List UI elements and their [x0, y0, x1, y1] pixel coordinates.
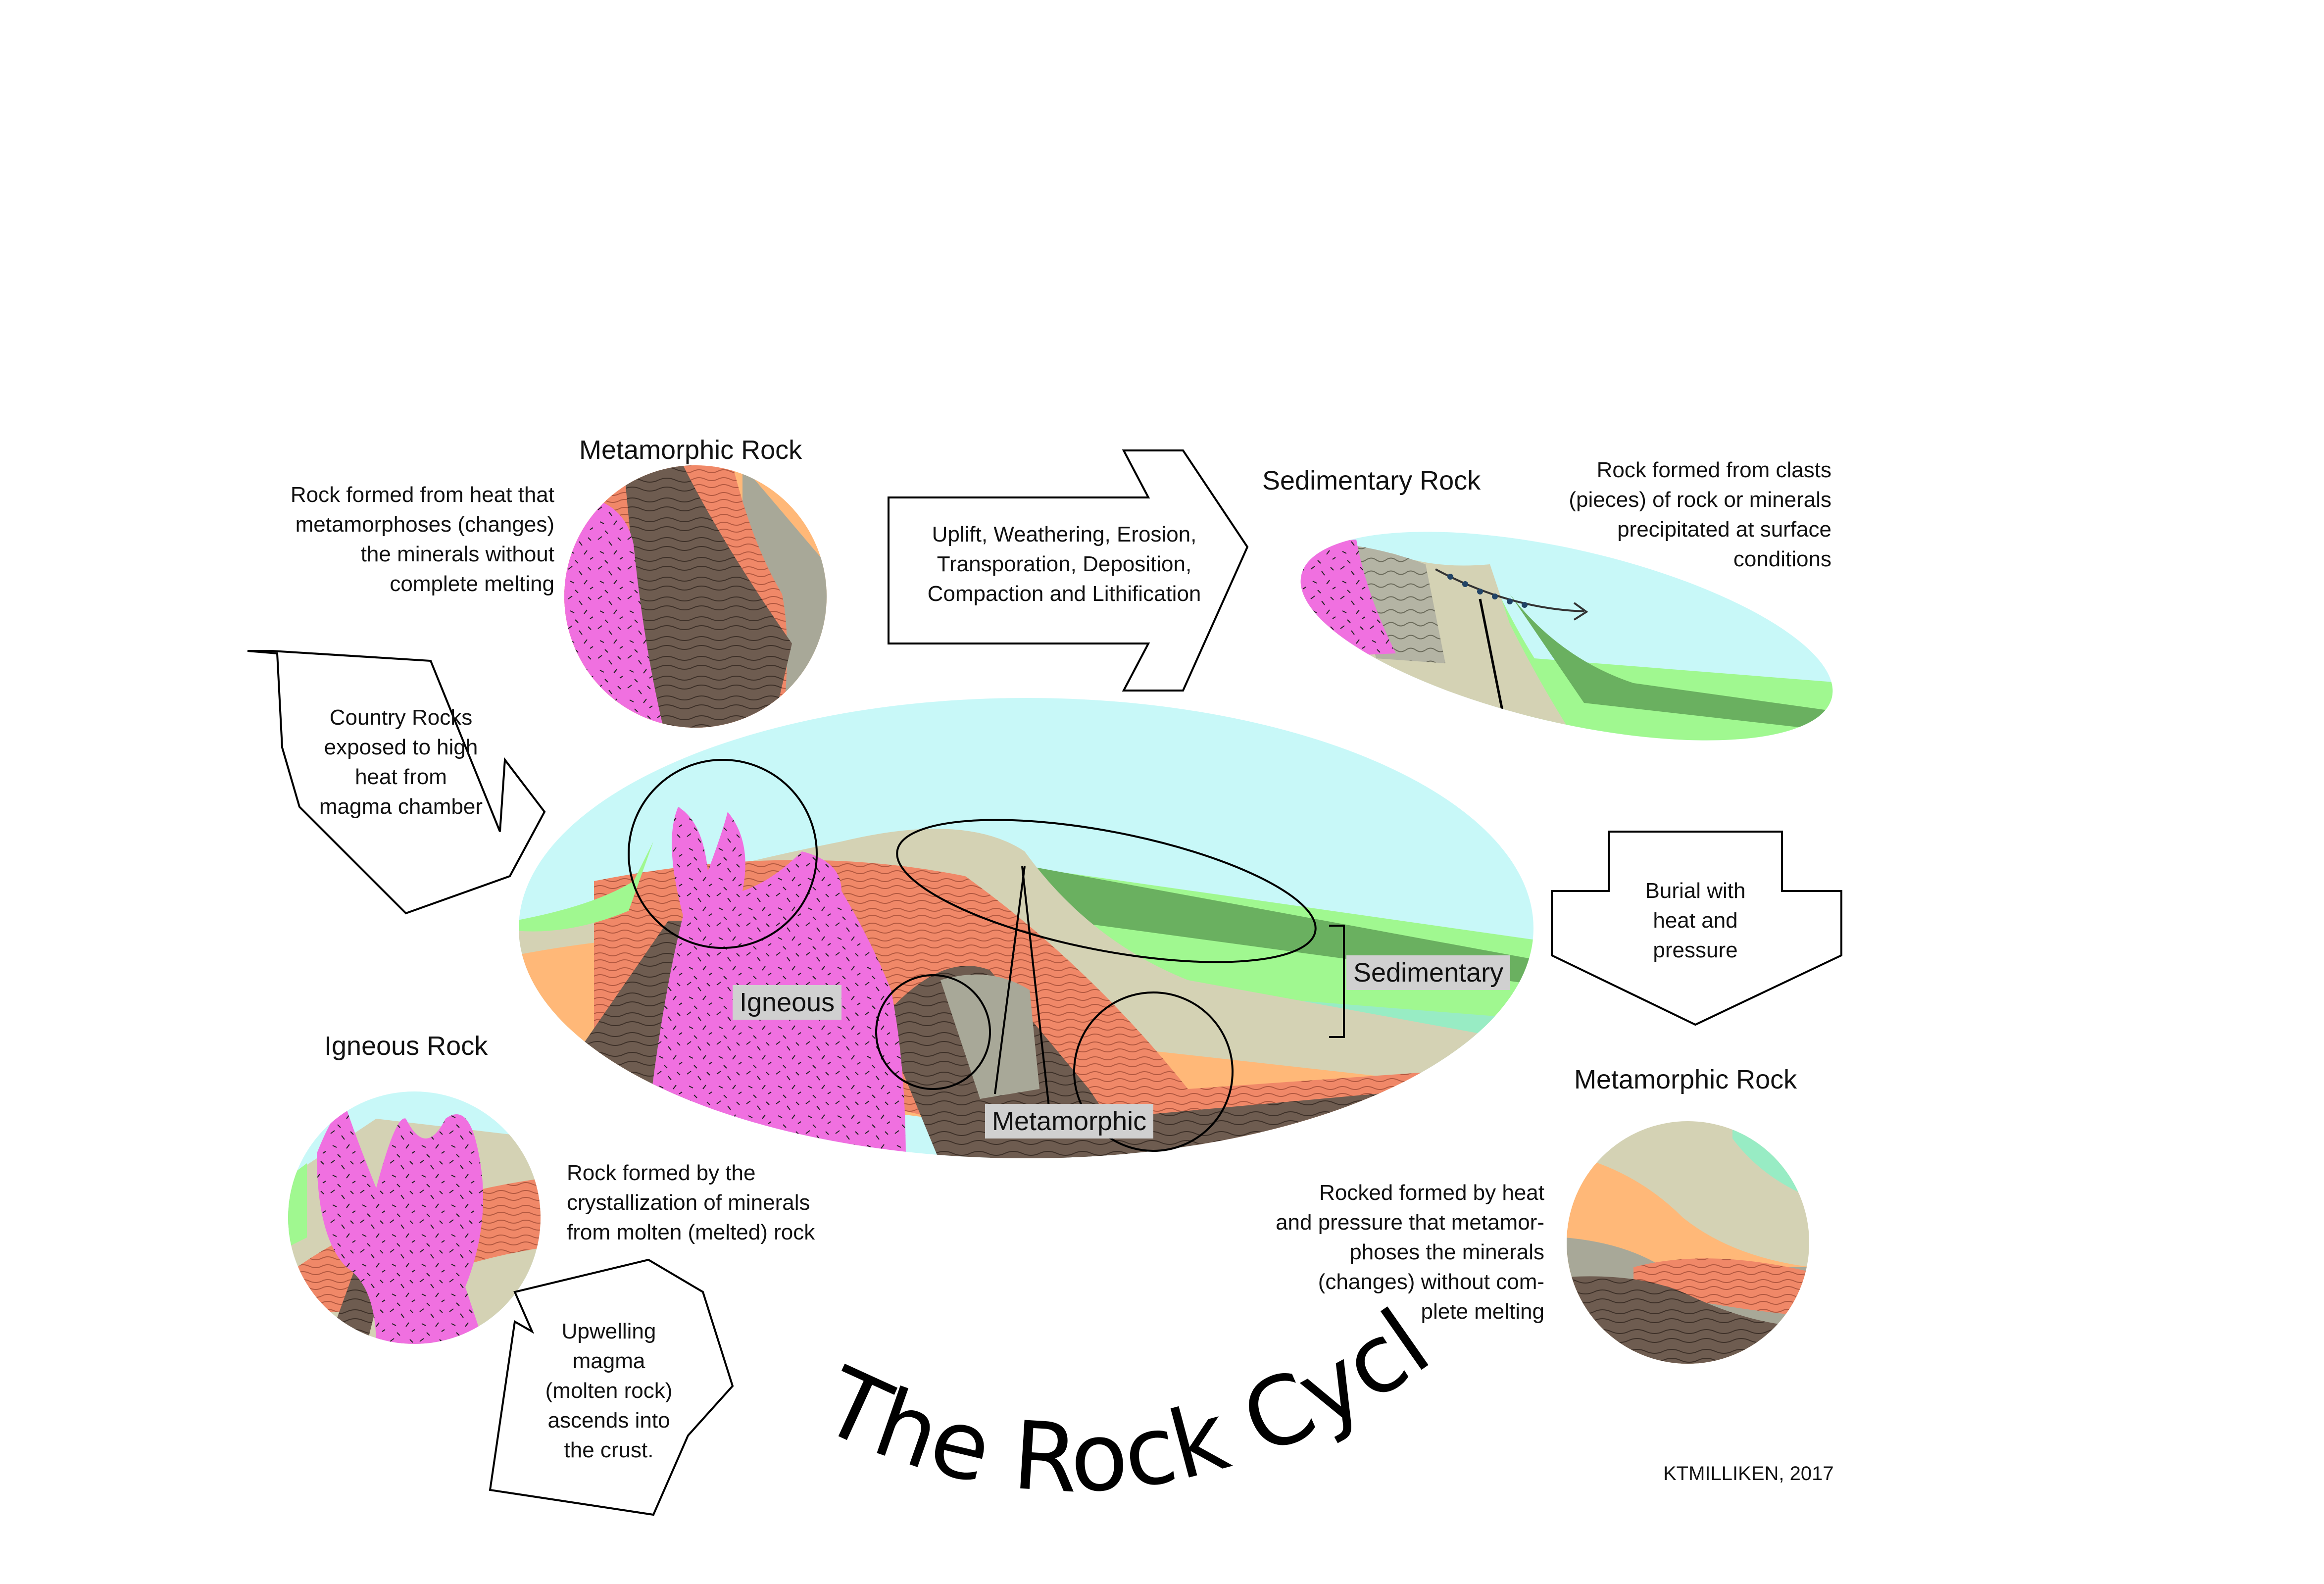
arrow-line: Uplift, Weathering, Erosion,: [932, 522, 1197, 546]
arrow-line: Compaction and Lithification: [927, 582, 1201, 606]
desc-line: Rocked formed by heat: [1319, 1181, 1544, 1205]
transport-arrow: [1435, 568, 1588, 621]
arrow-bottom-shape: [489, 1258, 734, 1516]
desc-line: (pieces) of rock or minerals: [1569, 488, 1831, 512]
metamorphic-right-description: Rocked formed by heat and pressure that …: [1198, 1178, 1544, 1327]
central-cross-section: [519, 698, 1533, 1158]
metamorphic-top-description: Rock formed from heat that metamorphoses…: [208, 480, 554, 599]
desc-line: conditions: [1733, 547, 1831, 571]
desc-line: the minerals without: [360, 542, 554, 566]
sedimentary-label: Sedimentary: [1346, 955, 1511, 990]
metamorphic-label: Metamorphic: [985, 1104, 1154, 1138]
arrow-line: the crust.: [564, 1438, 654, 1462]
desc-line: Rock formed from heat that: [290, 483, 554, 507]
arrow-left-shape: [247, 650, 546, 915]
arrow-left-text: Country Rocks exposed to high heat from …: [272, 703, 530, 822]
credit-text: KTMILLIKEN, 2017: [1663, 1463, 1834, 1485]
arrow-bottom-text: Upwelling magma (molten rock) ascends in…: [515, 1317, 703, 1465]
desc-line: Rock formed from clasts: [1596, 458, 1831, 482]
igneous-description: Rock formed by the crystallization of mi…: [567, 1158, 913, 1247]
arrow-line: heat and: [1653, 908, 1738, 933]
desc-line: plete melting: [1421, 1299, 1544, 1324]
arrow-line: (molten rock): [545, 1379, 673, 1403]
metamorphic-top-image: [564, 465, 827, 728]
arrow-line: Transporation, Deposition,: [937, 552, 1192, 576]
desc-line: from molten (melted) rock: [567, 1220, 815, 1244]
arrow-line: heat from: [355, 765, 447, 789]
arrow-line: magma chamber: [319, 794, 483, 819]
desc-line: and pressure that metamor-: [1276, 1210, 1544, 1235]
arrow-line: ascends into: [547, 1408, 670, 1433]
arrow-line: exposed to high: [324, 735, 478, 759]
arrow-right-shape: [1551, 831, 1842, 1026]
desc-line: Rock formed by the: [567, 1161, 756, 1185]
sedimentary-heading: Sedimentary Rock: [1262, 466, 1481, 495]
metamorphic-top-heading: Metamorphic Rock: [579, 435, 802, 465]
desc-line: (changes) without com-: [1318, 1270, 1544, 1294]
desc-line: precipitated at surface: [1617, 517, 1831, 542]
igneous-image: [288, 1091, 541, 1344]
arrow-line: Burial with: [1645, 879, 1746, 903]
arrow-top-shape: [888, 449, 1249, 692]
metamorphic-right-image: [1567, 1121, 1809, 1364]
arrow-top-text: Uplift, Weathering, Erosion, Transporati…: [891, 520, 1237, 609]
igneous-label: Igneous: [733, 985, 842, 1020]
desc-line: complete melting: [390, 572, 554, 596]
arrow-line: Upwelling: [561, 1319, 656, 1343]
desc-line: phoses the minerals: [1349, 1240, 1544, 1264]
arrow-line: pressure: [1653, 938, 1738, 962]
metamorphic-right-heading: Metamorphic Rock: [1574, 1065, 1797, 1094]
arrow-line: magma: [572, 1349, 645, 1373]
arrow-line: Country Rocks: [329, 705, 473, 730]
desc-line: crystallization of minerals: [567, 1190, 810, 1215]
sedimentary-description: Rock formed from clasts (pieces) of rock…: [1515, 455, 1831, 574]
desc-line: metamorphoses (changes): [295, 512, 554, 537]
arrow-right-text: Burial with heat and pressure: [1609, 876, 1782, 965]
igneous-heading: Igneous Rock: [324, 1031, 488, 1061]
